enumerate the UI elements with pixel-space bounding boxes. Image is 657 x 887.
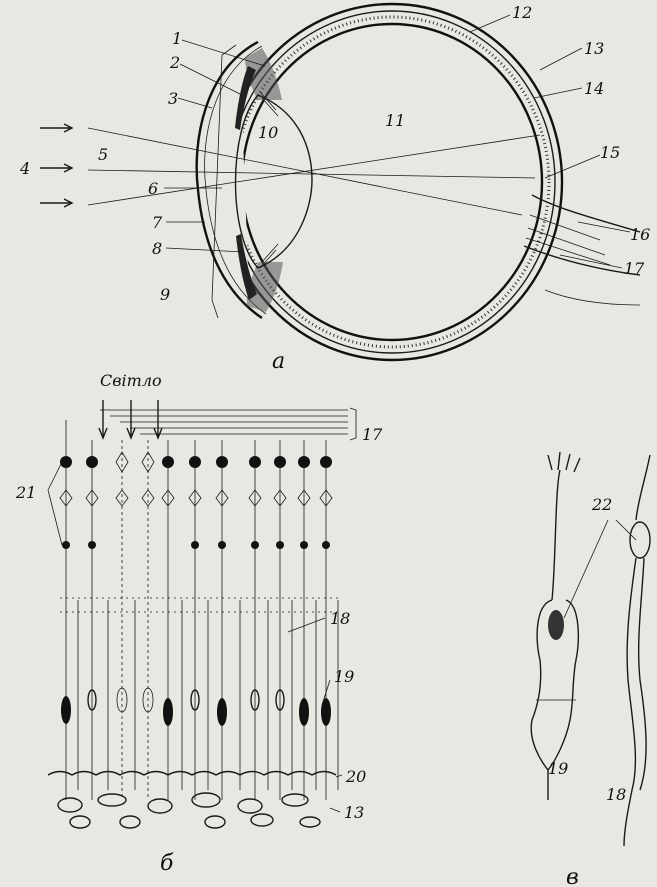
label-5: 5	[98, 145, 108, 164]
photoreceptor-cells	[530, 451, 651, 847]
label-12: 12	[512, 3, 532, 22]
label-13-retina: 13	[344, 803, 364, 822]
optic-nerve-fibers	[525, 214, 611, 266]
cone-nucleus	[548, 610, 564, 640]
label-10: 10	[258, 123, 278, 142]
ciliary-body-bottom	[246, 262, 283, 312]
rod-processes	[77, 600, 339, 790]
optic-nerve-sheath	[544, 289, 641, 306]
leader-3	[177, 97, 213, 109]
light-ray-middle	[87, 169, 536, 179]
label-13: 13	[584, 39, 604, 58]
lens	[234, 94, 313, 269]
leader-13-retina	[329, 807, 341, 813]
label-18-cell: 18	[606, 785, 626, 804]
leader-13	[539, 47, 583, 71]
optic-nerve-top	[531, 194, 641, 233]
leader-12	[469, 14, 511, 33]
retina-labels: 17 21 18 19 20 13 б	[15, 425, 383, 876]
label-15: 15	[600, 143, 620, 162]
light-arrow-3	[153, 400, 163, 440]
choroid	[233, 15, 551, 349]
leader-20	[335, 774, 343, 778]
label-19-cell: 19	[548, 759, 568, 778]
leader-19	[321, 679, 331, 706]
leader-15	[544, 154, 601, 179]
sclera-inner	[228, 10, 556, 354]
rod-body	[623, 557, 637, 847]
label-2: 2	[169, 53, 180, 72]
iris-bottom	[236, 234, 257, 300]
zonular-fibers	[259, 91, 279, 269]
label-19-retina: 19	[334, 667, 354, 686]
bracket-17-retina	[349, 407, 357, 441]
bracket-9	[211, 44, 237, 319]
label-21: 21	[15, 483, 36, 502]
panel-label-c: в	[566, 865, 579, 887]
rod-axon	[635, 454, 651, 521]
plexiform-layer	[60, 597, 340, 613]
label-11: 11	[385, 111, 405, 130]
leader-22	[563, 519, 637, 619]
leader-17	[559, 254, 623, 269]
label-8: 8	[152, 239, 162, 258]
label-20: 20	[345, 767, 366, 786]
choroid-vessels	[57, 792, 321, 829]
leader-14	[533, 87, 583, 99]
cone-body-right	[547, 599, 579, 771]
light-arrow-2	[126, 400, 136, 440]
label-7: 7	[152, 213, 163, 232]
pigment-layer	[47, 770, 337, 776]
leader-1	[181, 39, 266, 67]
optic-nerve-bottom	[523, 245, 641, 276]
label-17-retina: 17	[362, 425, 383, 444]
arrow-lower	[40, 198, 74, 208]
iris-top	[235, 66, 256, 130]
panel-label-a: а	[272, 349, 285, 374]
retina	[240, 22, 544, 342]
leader-8	[165, 247, 245, 253]
eyeball-labels: 1 2 3 4 5 6 7 8 9 10 11 12 13 14 15 16 1…	[19, 3, 650, 374]
arrow-middle	[40, 163, 74, 173]
sclera-outer	[220, 2, 564, 362]
panel-label-b: б	[160, 851, 174, 876]
nerve-fiber-layer	[100, 409, 348, 435]
photoreceptor-labels: 22 19 18 в	[548, 495, 626, 887]
rod-cell-body	[629, 521, 651, 559]
leader-21	[47, 461, 63, 546]
neuron-columns	[59, 420, 333, 800]
arrow-upper	[40, 123, 74, 133]
light-caption: Світло	[100, 371, 162, 390]
label-9: 9	[160, 285, 170, 304]
label-17: 17	[624, 259, 645, 278]
rod-body-right	[637, 557, 647, 791]
ciliary-body-top	[245, 48, 282, 100]
leader-16	[577, 221, 631, 233]
light-arrow-1	[98, 400, 108, 440]
retina-section: Світло	[47, 371, 357, 829]
label-1: 1	[172, 29, 182, 48]
leader-18	[287, 617, 326, 633]
eyeball-section	[40, 2, 641, 362]
leader-2	[179, 63, 243, 96]
label-18-retina: 18	[330, 609, 350, 628]
label-22: 22	[591, 495, 612, 514]
label-14: 14	[584, 79, 604, 98]
cone-dendrites	[547, 451, 581, 601]
label-16: 16	[630, 225, 650, 244]
light-ray-lower	[87, 134, 541, 206]
label-3: 3	[168, 89, 178, 108]
cone-body-left	[530, 599, 553, 771]
label-4: 4	[19, 159, 30, 178]
label-6: 6	[148, 179, 158, 198]
cornea-inner	[204, 45, 267, 315]
